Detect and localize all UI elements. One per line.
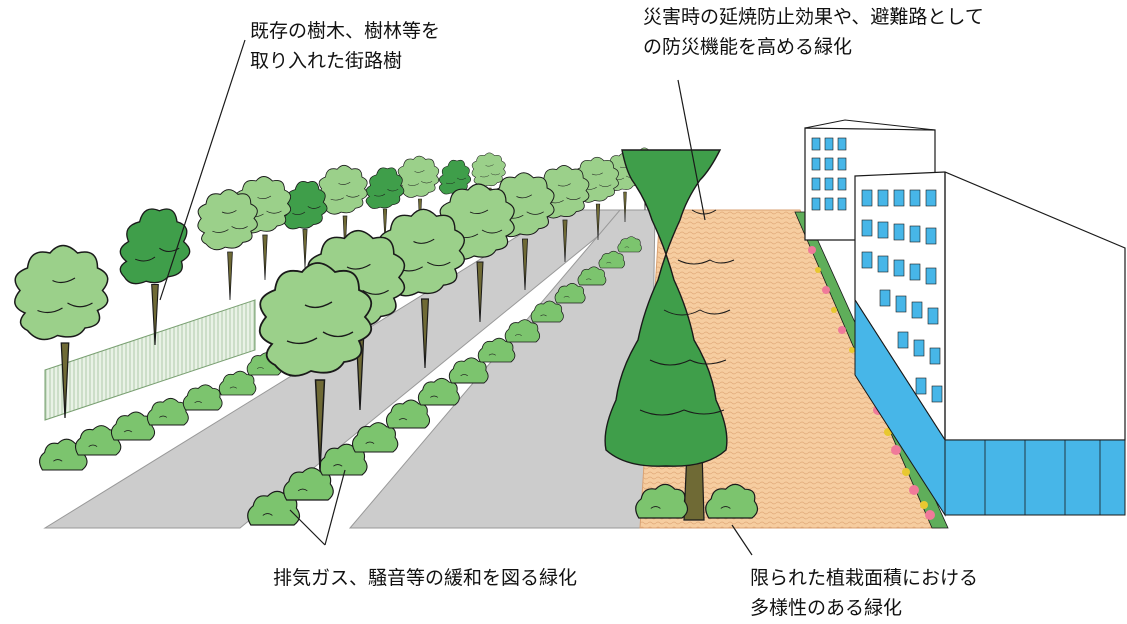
leader-lines [159,39,753,556]
disaster-prevention-line2: の防災機能を高める緑化 [643,36,853,58]
existing-trees-line1: 既存の樹木、樹林等を [250,20,441,42]
disaster-prevention-label: 災害時の延焼防止効果や、避難路として の防災機能を高める緑化 [643,2,984,62]
fence [44,299,256,421]
disaster-prevention-line1: 災害時の延焼防止効果や、避難路として [643,6,984,28]
exhaust-noise-label: 排気ガス、騒音等の緩和を図る緑化 [273,563,577,593]
building-front [854,171,1126,517]
diverse-greening-line1: 限られた植栽面積における [750,567,979,589]
diverse-greening-label: 限られた植栽面積における 多様性のある緑化 [750,563,978,623]
exhaust-noise-line1: 排気ガス、騒音等の緩和を図る緑化 [273,567,578,589]
ginkgo-tree [604,149,735,521]
diverse-greening-line2: 多様性のある緑化 [750,597,903,619]
existing-trees-label: 既存の樹木、樹林等を 取り入れた街路樹 [250,16,440,76]
existing-trees-line2: 取り入れた街路樹 [250,50,403,72]
